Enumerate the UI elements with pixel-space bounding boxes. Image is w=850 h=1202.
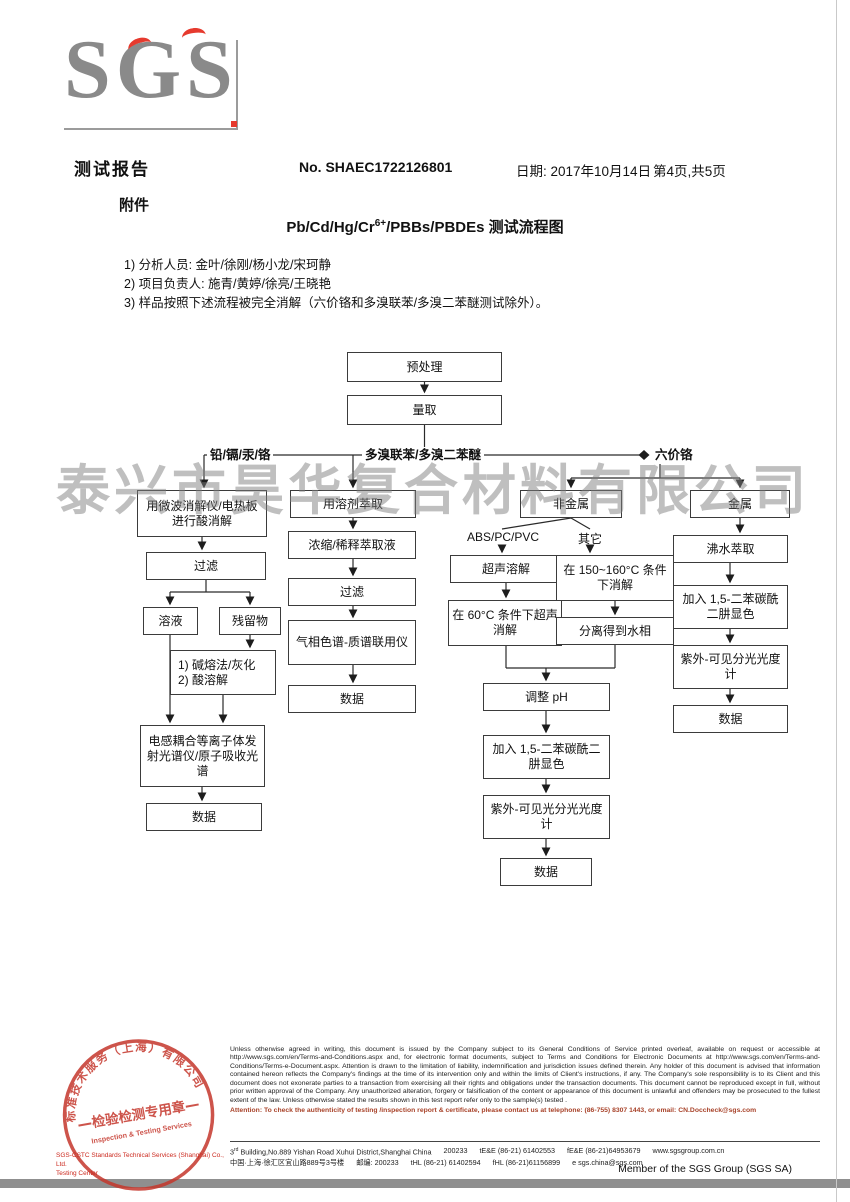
fax-en: fE&E (86-21)64953679 xyxy=(566,1146,641,1155)
node-acid-digestion: 用微波消解仪/电热板进行酸消解 xyxy=(137,490,267,537)
report-title: 测试报告 xyxy=(74,160,150,179)
node-measure: 量取 xyxy=(347,395,502,425)
node-residue: 残留物 xyxy=(219,607,281,635)
report-date: 日期: 2017年10月14日 xyxy=(516,164,652,179)
node-pretreatment: 预处理 xyxy=(347,352,502,382)
node-color-reagent-mid: 加入 1,5-二苯碳酰二肼显色 xyxy=(483,735,610,779)
node-ultrasonic-dissolve: 超声溶解 xyxy=(450,555,562,583)
diamond-junction-icon xyxy=(638,450,650,460)
fax-cn: fHL (86-21)61156899 xyxy=(492,1158,561,1168)
postal-cn: 邮编: 200233 xyxy=(356,1158,399,1168)
node-concentrate: 浓缩/稀释萃取液 xyxy=(288,531,416,559)
node-separate-aqueous: 分离得到水相 xyxy=(556,617,674,645)
label-other: 其它 xyxy=(578,532,603,546)
branch-label-cr6: 六价铬 xyxy=(652,447,696,464)
address-en: 3rd Building,No.889 Yishan Road Xuhui Di… xyxy=(230,1147,432,1157)
node-digest-150-160c: 在 150~160°C 条件下消解 xyxy=(556,555,674,601)
stamp-seal-icon: 标准技术服务（上海）有限公司 检验检测专用章 Inspection & Test… xyxy=(51,1029,215,1191)
node-data-metal: 数据 xyxy=(673,705,788,733)
logo-vertical-rule xyxy=(236,40,238,130)
stamp-company-line1: SGS-CSTC Standards Technical Services (S… xyxy=(56,1152,224,1168)
note-line: 3) 样品按照下述流程被完全消解（六价铬和多溴联苯/多溴二苯醚测试除外）。 xyxy=(124,296,549,310)
node-filter-left: 过滤 xyxy=(146,552,266,580)
branch-label-pb-cd-hg-cr: 铅/镉/汞/铬 xyxy=(207,447,274,464)
node-ultrasonic-60c: 在 60°C 条件下超声消解 xyxy=(448,600,562,646)
title-suffix: /PBBs/PBDEs 测试流程图 xyxy=(386,219,564,236)
address-block: 3rd Building,No.889 Yishan Road Xuhui Di… xyxy=(230,1141,820,1168)
disclaimer-text: Unless otherwise agreed in writing, this… xyxy=(230,1046,820,1104)
node-boiling-water-extraction: 沸水萃取 xyxy=(673,535,788,563)
node-gcms: 气相色谱-质谱联用仪 xyxy=(288,620,416,665)
node-uv-vis-mid: 紫外-可见光分光光度计 xyxy=(483,795,610,839)
node-solvent-extraction: 用溶剂萃取 xyxy=(290,490,416,518)
postal-en: 200233 xyxy=(443,1146,468,1155)
node-data-cr: 数据 xyxy=(500,858,592,886)
test-flowchart: 铅/镉/汞/铬 多溴联苯/多溴二苯醚 六价铬 ABS/PC/PVC 其它 预处理… xyxy=(0,340,850,900)
footer-gray-bar xyxy=(0,1179,850,1188)
attachment-label: 附件 xyxy=(119,197,150,214)
tel-en: tE&E (86-21) 61402553 xyxy=(479,1146,555,1155)
node-solution: 溶液 xyxy=(143,607,198,635)
logo-red-dot-icon xyxy=(231,121,237,127)
title-superscript: 6+ xyxy=(374,218,387,229)
tel-cn: tHL (86-21) 61402594 xyxy=(410,1158,481,1168)
title-prefix: Pb/Cd/Hg/Cr xyxy=(286,219,375,236)
email: e sgs.china@sgs.com xyxy=(572,1158,643,1168)
note-line: 1) 分析人员: 金叶/徐刚/杨小龙/宋珂静 xyxy=(124,258,331,272)
address-row-cn: 中国·上海·徐汇区宜山路889号3号楼 邮编: 200233 tHL (86-2… xyxy=(230,1157,820,1168)
flowchart-title: Pb/Cd/Hg/Cr6+/PBBs/PBDEs 测试流程图 xyxy=(0,216,850,237)
disclaimer-block: Unless otherwise agreed in writing, this… xyxy=(230,1046,820,1115)
address-row-en: 3rd Building,No.889 Yishan Road Xuhui Di… xyxy=(230,1145,820,1157)
page-indicator: 第4页,共5页 xyxy=(653,164,726,179)
node-filter-mid: 过滤 xyxy=(288,578,416,606)
website: www.sgsgroup.com.cn xyxy=(652,1146,725,1155)
node-data-left: 数据 xyxy=(146,803,262,831)
node-uv-vis-metal: 紫外-可见分光光度计 xyxy=(673,645,788,689)
node-nonmetal: 非金属 xyxy=(520,490,622,518)
sgs-member-line: Member of the SGS Group (SGS SA) xyxy=(618,1163,792,1175)
label-abs-pc-pvc: ABS/PC/PVC xyxy=(467,530,540,544)
address-cn: 中国·上海·徐汇区宜山路889号3号楼 xyxy=(230,1158,345,1168)
node-color-reagent-metal: 加入 1,5-二苯碳酰二肼显色 xyxy=(673,585,788,629)
node-metal: 金属 xyxy=(690,490,790,518)
stamp-company-lines: SGS-CSTC Standards Technical Services (S… xyxy=(56,1152,224,1178)
branch-label-pbb-pbde: 多溴联苯/多溴二苯醚 xyxy=(362,447,484,464)
notes-list: 1) 分析人员: 金叶/徐刚/杨小龙/宋珂静 2) 项目负责人: 施青/黄婷/徐… xyxy=(124,256,548,313)
inspection-stamp: 标准技术服务（上海）有限公司 检验检测专用章 Inspection & Test… xyxy=(47,1024,231,1202)
node-data-mid: 数据 xyxy=(288,685,416,713)
node-adjust-ph: 调整 pH xyxy=(483,683,610,711)
node-icp-aas: 电感耦合等离子体发射光谱仪/原子吸收光谱 xyxy=(140,725,265,787)
logo-horizontal-rule xyxy=(64,128,238,130)
note-line: 2) 项目负责人: 施青/黄婷/徐亮/王晓艳 xyxy=(124,277,331,291)
scan-edge-line xyxy=(836,0,837,1202)
sgs-logo: SGS xyxy=(64,23,238,116)
attention-text: Attention: To check the authenticity of … xyxy=(230,1106,757,1114)
report-number: No. SHAEC1722126801 xyxy=(299,159,453,175)
stamp-company-line2: Testing Center xyxy=(56,1169,98,1177)
node-alkali-fusion: 1) 碱熔法/灰化 2) 酸溶解 xyxy=(170,650,276,695)
